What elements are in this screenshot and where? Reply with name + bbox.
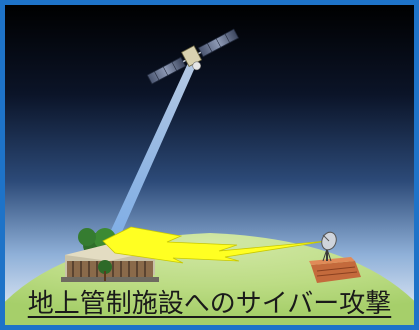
satellite-icon	[146, 28, 240, 85]
scene	[5, 5, 414, 325]
uplink-beam	[106, 63, 196, 243]
tree-icon	[98, 260, 112, 281]
satellite-dish-icon	[309, 231, 361, 283]
caption: 地上管制施設へのサイバー攻撃	[27, 289, 392, 319]
